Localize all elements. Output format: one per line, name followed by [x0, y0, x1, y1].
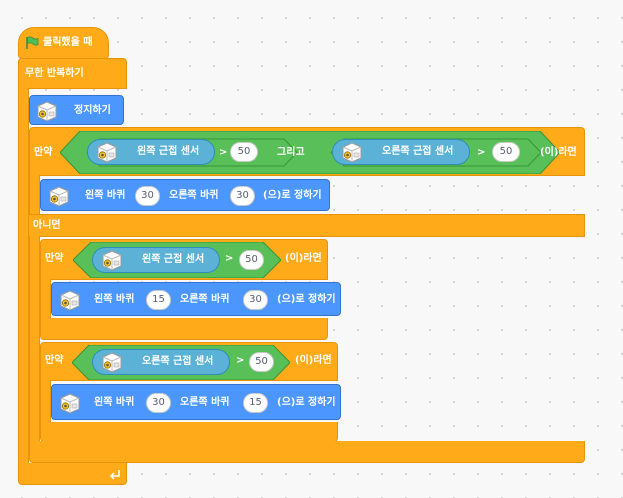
- if-right-sensor-block[interactable]: 만약 오른쪽 근접 센서 > 50 (이)라면: [40, 342, 338, 381]
- left-sensor-label: 왼쪽 근접 센서: [142, 254, 205, 265]
- if2-then-label: (이)라면: [285, 253, 322, 264]
- robot-icon: [58, 392, 82, 414]
- right-wheel-input[interactable]: 30: [243, 290, 268, 310]
- set-suffix-label: (으)로 정하기: [263, 190, 322, 201]
- robot-icon: [340, 141, 364, 163]
- threshold-input[interactable]: 50: [249, 352, 274, 372]
- robot-icon: [95, 141, 119, 163]
- right-sensor-label: 오른쪽 근접 센서: [382, 146, 454, 157]
- else-arm: [29, 236, 40, 442]
- else-section: 아니면: [29, 214, 585, 237]
- greater-than-sign: >: [219, 147, 228, 158]
- if3-then-label: (이)라면: [295, 355, 332, 366]
- right-wheel-input[interactable]: 30: [230, 186, 255, 206]
- if1-label: 만약: [34, 147, 53, 158]
- left-proximity-sensor-reporter[interactable]: 왼쪽 근접 센서: [92, 247, 220, 273]
- greater-than-sign: >: [225, 253, 234, 264]
- set-suffix-label: (으)로 정하기: [277, 397, 336, 408]
- left-wheel-input[interactable]: 30: [146, 393, 171, 413]
- robot-icon: [47, 185, 71, 207]
- stop-label: 정지하기: [74, 105, 111, 116]
- if3-label: 만약: [45, 355, 64, 366]
- right-wheel-label: 오른쪽 바퀴: [180, 397, 230, 408]
- right-proximity-sensor-reporter[interactable]: 오른쪽 근접 센서: [332, 139, 470, 165]
- when-flag-clicked-block[interactable]: 클릭했을 때: [18, 27, 109, 59]
- loop-arrow-icon: [109, 470, 120, 480]
- if3-footer: [40, 422, 338, 442]
- left-sensor-label: 왼쪽 근접 센서: [137, 146, 200, 157]
- forever-loop-footer: [18, 463, 127, 485]
- forever-loop-block[interactable]: 무한 반복하기: [18, 58, 127, 89]
- if-else-footer: [29, 441, 585, 463]
- robot-icon: [35, 100, 59, 122]
- right-wheel-label: 오른쪽 바퀴: [180, 294, 230, 305]
- robot-icon: [100, 351, 124, 373]
- if-left-sensor-block[interactable]: 만약 왼쪽 근접 센서 > 50 (이)라면: [40, 239, 328, 280]
- hat-label: 클릭했을 때: [43, 37, 93, 48]
- left-wheel-label: 왼쪽 바퀴: [94, 294, 135, 305]
- set-wheels-block[interactable]: 왼쪽 바퀴 30 오른쪽 바퀴 15 (으)로 정하기: [51, 384, 341, 420]
- if-else-block[interactable]: 만약 왼쪽 근접 센서 > 50 그리고 오른쪽 근접 센서 > 50 (이)라…: [29, 127, 585, 176]
- if1-then-label: (이)라면: [540, 147, 577, 158]
- forever-loop-arm: [18, 88, 29, 465]
- left-wheel-input[interactable]: 30: [135, 186, 160, 206]
- right-sensor-label: 오른쪽 근접 센서: [142, 356, 214, 367]
- if2-footer: [40, 318, 328, 340]
- greater-than-sign: >: [477, 147, 486, 158]
- left-proximity-sensor-reporter[interactable]: 왼쪽 근접 센서: [87, 139, 215, 165]
- right-threshold-input[interactable]: 50: [492, 142, 520, 162]
- right-proximity-sensor-reporter[interactable]: 오른쪽 근접 센서: [92, 349, 230, 375]
- set-wheels-block[interactable]: 왼쪽 바퀴 30 오른쪽 바퀴 30 (으)로 정하기: [40, 179, 330, 211]
- left-wheel-label: 왼쪽 바퀴: [94, 397, 135, 408]
- stop-block[interactable]: 정지하기: [29, 95, 124, 125]
- threshold-input[interactable]: 50: [239, 250, 264, 270]
- left-wheel-label: 왼쪽 바퀴: [85, 190, 126, 201]
- set-wheels-block[interactable]: 왼쪽 바퀴 15 오른쪽 바퀴 30 (으)로 정하기: [51, 282, 341, 316]
- forever-label: 무한 반복하기: [25, 68, 84, 79]
- greater-than-sign: >: [236, 355, 245, 366]
- set-suffix-label: (으)로 정하기: [277, 294, 336, 305]
- right-wheel-input[interactable]: 15: [243, 393, 268, 413]
- robot-icon: [58, 289, 82, 311]
- left-wheel-input[interactable]: 15: [146, 290, 171, 310]
- if2-label: 만약: [45, 253, 64, 264]
- if3-arm: [40, 380, 51, 425]
- robot-icon: [100, 249, 124, 271]
- else-label: 아니면: [33, 220, 61, 231]
- right-wheel-label: 오른쪽 바퀴: [169, 190, 219, 201]
- if2-arm: [40, 279, 51, 321]
- and-label: 그리고: [277, 147, 305, 158]
- left-threshold-input[interactable]: 50: [230, 142, 258, 162]
- green-flag-icon: [26, 36, 39, 49]
- if-arm: [29, 175, 40, 215]
